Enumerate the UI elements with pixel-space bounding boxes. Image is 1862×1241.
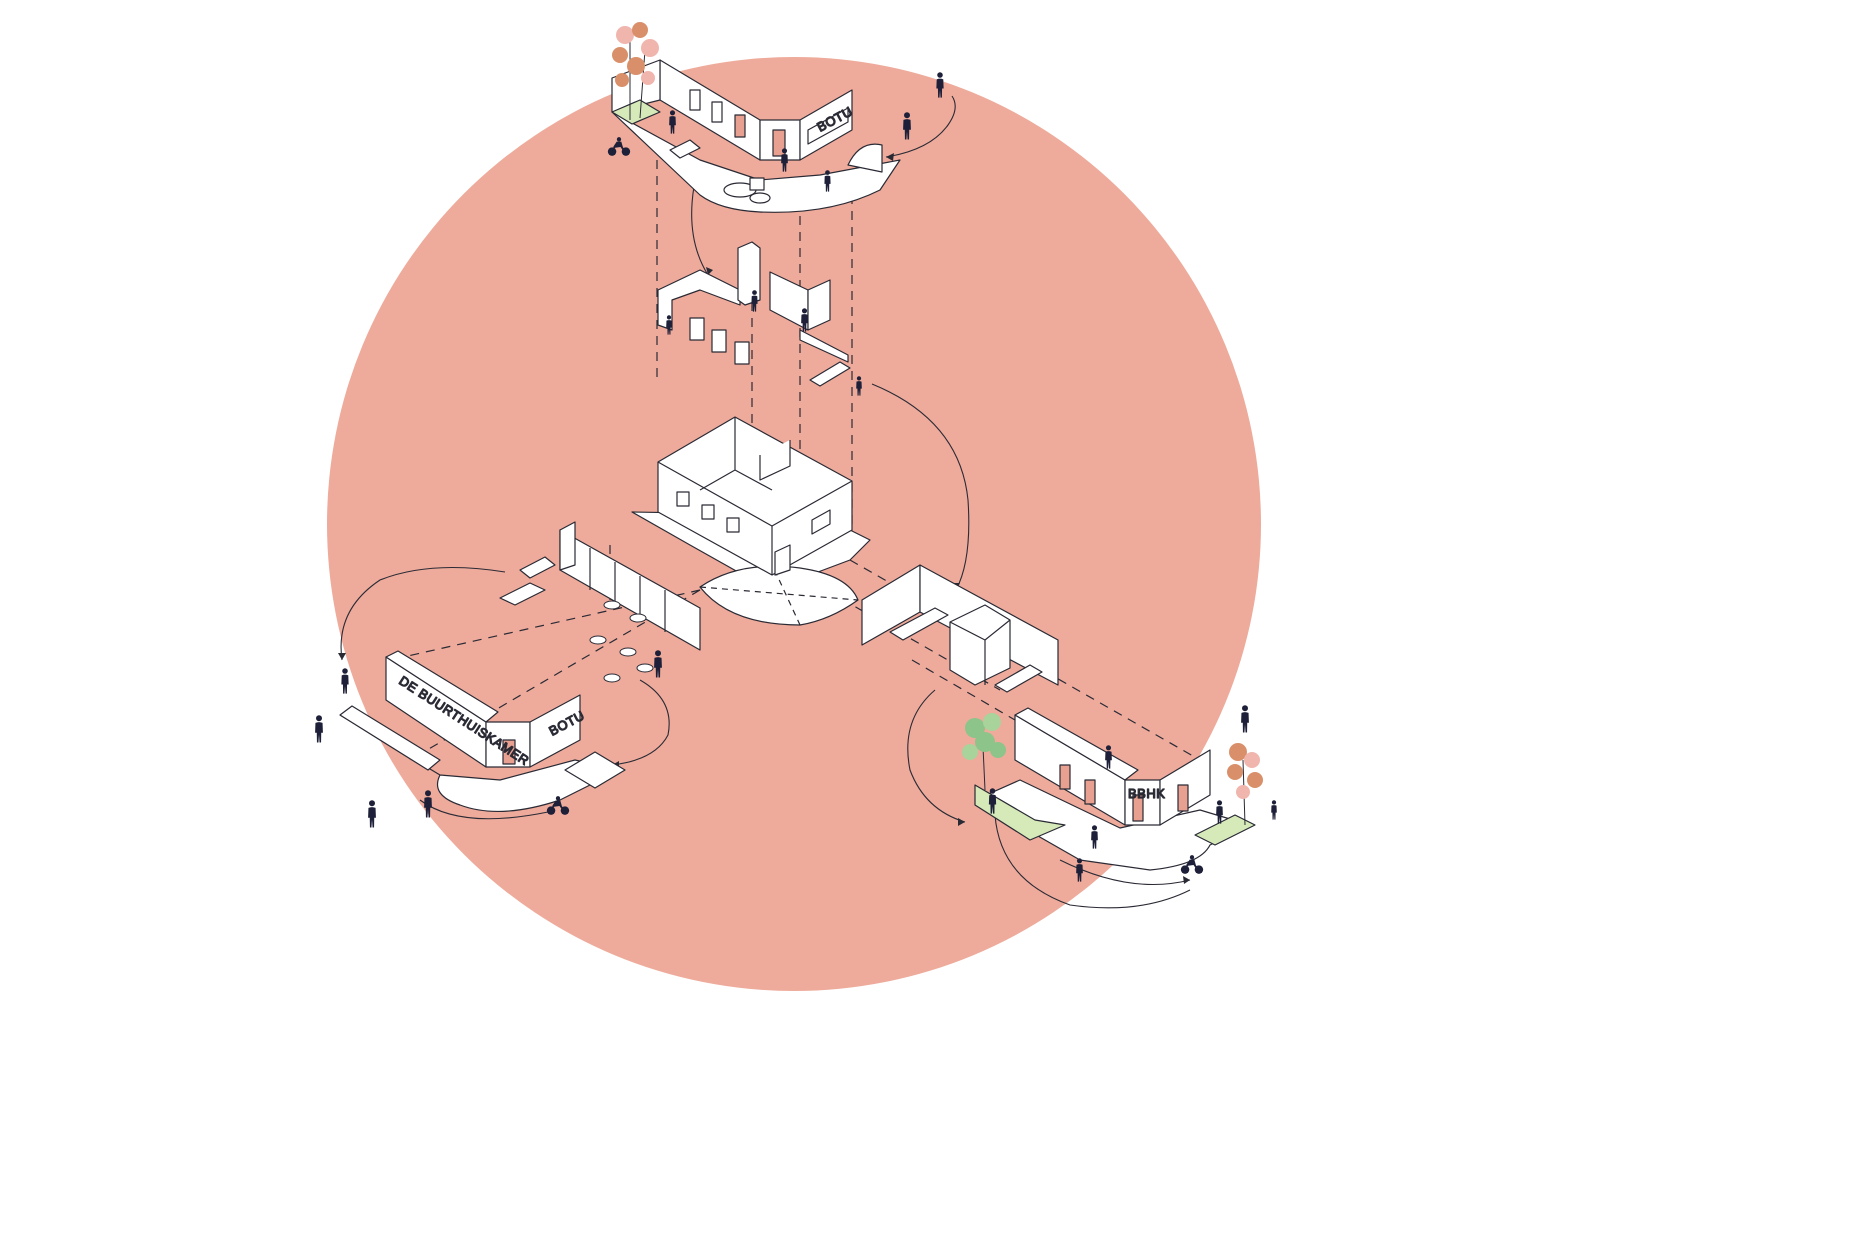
top-tree xyxy=(612,22,659,120)
central-building xyxy=(631,416,871,626)
right-shop-sign: BBHK xyxy=(1128,786,1165,801)
left-cafe-interior xyxy=(499,521,701,651)
right-street-scene: BBHK xyxy=(974,707,1256,871)
right-orange-tree xyxy=(1227,743,1263,826)
connection-arrows xyxy=(340,95,1191,909)
right-interior xyxy=(861,564,1059,693)
interior-exploded xyxy=(657,241,851,387)
cafe-tables xyxy=(589,600,654,683)
right-green-tree xyxy=(962,713,1006,791)
